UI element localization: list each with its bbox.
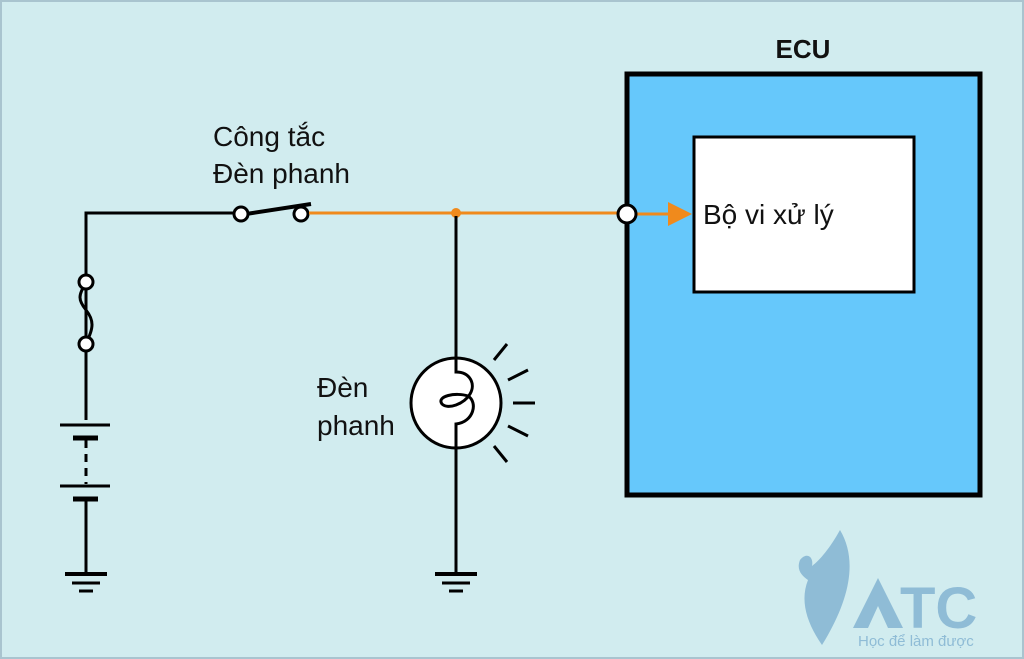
- logo-letter-a: [853, 578, 903, 628]
- junction-dot: [451, 208, 461, 218]
- wire-power: [84, 211, 240, 420]
- light-rays-icon: [492, 343, 535, 463]
- switch-label-line2: Đèn phanh: [213, 158, 350, 189]
- ground-icon: [65, 572, 107, 593]
- lamp-label-line1: Đèn: [317, 372, 368, 403]
- lamp-label-line2: phanh: [317, 410, 395, 441]
- ground-icon: [435, 572, 477, 593]
- brake-lamp-icon: [409, 343, 535, 574]
- processor-label: Bộ vi xử lý: [703, 199, 834, 230]
- battery-icon: [60, 423, 110, 574]
- brake-switch-icon[interactable]: [232, 202, 312, 223]
- ecu-input-terminal: [616, 203, 638, 225]
- logo-letters-tc: TC: [900, 576, 977, 641]
- fuse-icon: [77, 273, 95, 353]
- flame-icon: [798, 530, 850, 645]
- atc-logo: TC Học để làm được: [798, 530, 977, 650]
- ecu-label: ECU: [776, 34, 831, 64]
- logo-tagline: Học để làm được: [858, 633, 974, 650]
- switch-label-line1: Công tắc: [213, 121, 325, 152]
- arrow-icon: [668, 202, 692, 226]
- processor-box[interactable]: [692, 135, 916, 294]
